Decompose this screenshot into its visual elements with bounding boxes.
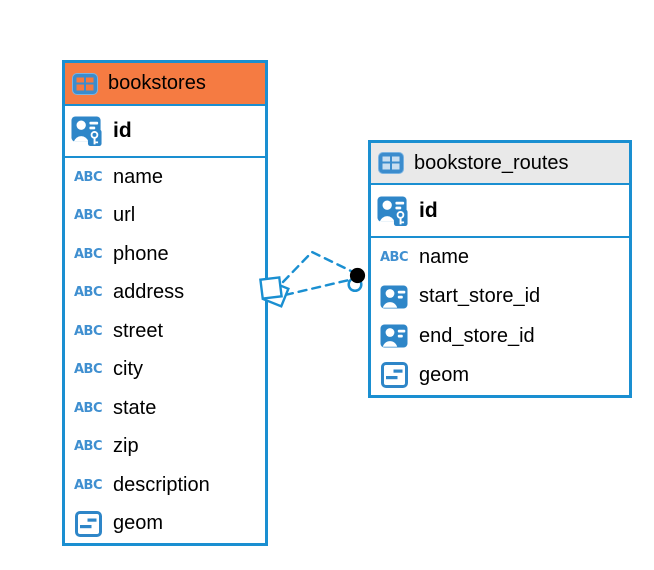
text-icon: ABC (73, 400, 103, 416)
entity-bookstores[interactable]: bookstores id ABC name ABC url ABC phone… (62, 60, 268, 546)
geometry-icon (378, 362, 410, 389)
table-icon (72, 72, 98, 95)
field-row[interactable]: ABC description (73, 473, 210, 496)
field-row[interactable]: ABC state (73, 396, 157, 419)
field-row[interactable]: ABC name (73, 165, 164, 188)
primary-key-label: id (113, 119, 132, 142)
field-row[interactable]: ABC name (379, 246, 470, 269)
text-icon: ABC (73, 477, 103, 493)
text-icon: ABC (73, 362, 103, 378)
field-row[interactable]: geom (65, 505, 265, 544)
field-row[interactable]: ABC zip (73, 435, 139, 458)
field-row[interactable]: end_store_id (371, 317, 629, 356)
relationship-line-2[interactable] (283, 278, 351, 297)
primary-key-row[interactable]: id (65, 106, 265, 158)
table-name: bookstore_routes (414, 151, 569, 174)
reference-icon (378, 324, 410, 348)
one-end-marker (347, 267, 366, 293)
field-row[interactable]: ABC url (73, 204, 136, 227)
field-list: ABC name start_store_id end_store_id geo… (371, 238, 629, 395)
table-header[interactable]: bookstores (65, 63, 265, 106)
geometry-icon (72, 510, 104, 537)
text-icon: ABC (73, 285, 103, 301)
many-end-marker (259, 276, 290, 308)
primary-key-label: id (419, 198, 438, 222)
text-icon: ABC (73, 246, 103, 262)
table-name: bookstores (108, 72, 206, 94)
field-row[interactable]: ABC address (73, 281, 185, 304)
field-row[interactable]: ABC phone (73, 242, 169, 265)
primary-key-icon (377, 195, 409, 227)
text-icon: ABC (379, 250, 409, 266)
field-row[interactable]: geom (371, 356, 629, 395)
relationship-line-1[interactable] (281, 250, 353, 284)
field-row[interactable]: ABC city (73, 358, 143, 381)
text-icon: ABC (73, 323, 103, 339)
table-icon (378, 152, 404, 174)
text-icon: ABC (73, 169, 103, 185)
text-icon: ABC (73, 208, 103, 224)
field-row[interactable]: ABC street (73, 319, 164, 342)
field-row[interactable]: start_store_id (371, 277, 629, 316)
field-list: ABC name ABC url ABC phone ABC address A… (65, 158, 265, 543)
text-icon: ABC (73, 439, 103, 455)
reference-icon (378, 285, 410, 309)
entity-bookstore-routes[interactable]: bookstore_routes id ABC name start_store… (368, 140, 632, 398)
primary-key-row[interactable]: id (371, 185, 629, 238)
primary-key-icon (71, 115, 103, 147)
table-header[interactable]: bookstore_routes (371, 143, 629, 185)
